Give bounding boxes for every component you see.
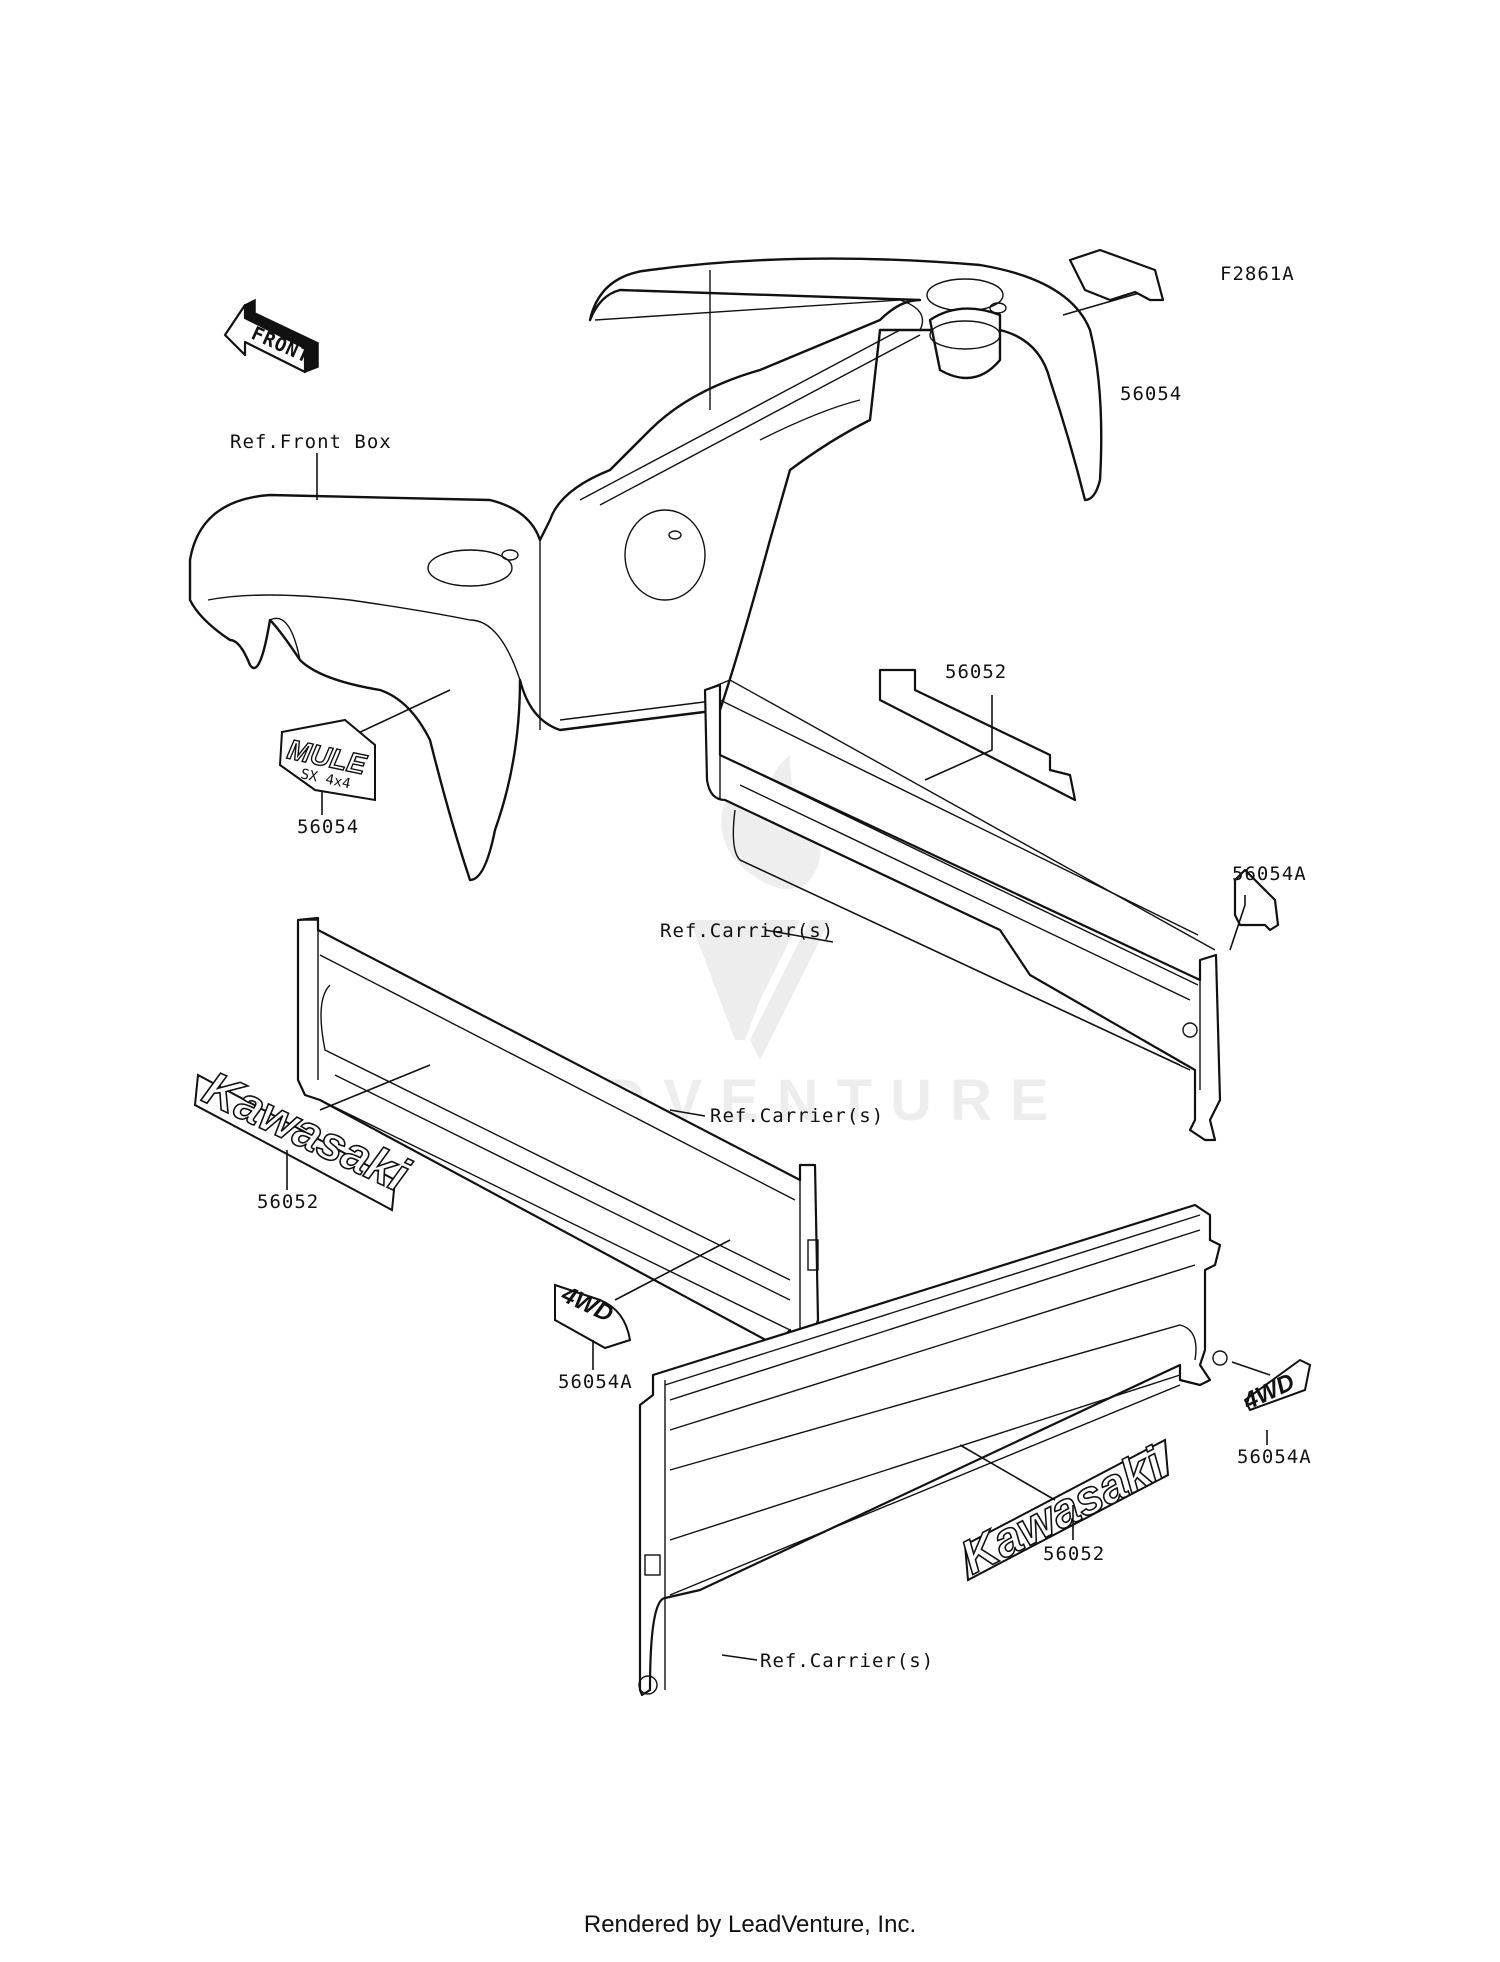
footer-rendered-by: Rendered by LeadVenture, Inc. — [584, 1911, 916, 1938]
label-ref-carrier-top: Ref.Carrier(s) — [660, 920, 834, 942]
fourwd-right-text: 4WD — [1238, 1368, 1299, 1415]
label-56054a-right: 56054A — [1232, 863, 1307, 885]
decal-56052-top — [878, 668, 1077, 802]
mule-decal: MULE SX 4x4 — [278, 718, 376, 802]
label-ref-carrier-middle: Ref.Carrier(s) — [710, 1105, 884, 1127]
label-56054a-middle: 56054A — [558, 1371, 633, 1393]
leader-56054a-right — [1229, 895, 1246, 951]
leader-carrier-top — [764, 929, 834, 943]
label-ref-carrier-bottom: Ref.Carrier(s) — [760, 1650, 934, 1672]
label-56054-left: 56054 — [297, 816, 359, 838]
carrier-panel-middle — [296, 916, 820, 1362]
leader-carrier-middle — [669, 1109, 706, 1117]
leader-56054-top — [1062, 289, 1151, 316]
leader-56054a-middle — [614, 1239, 731, 1301]
carrier-panel-top — [703, 679, 1222, 1142]
carrier-panel-bottom — [638, 1203, 1228, 1697]
leader-56052-left — [319, 1064, 431, 1111]
leader-56052-bottom — [959, 1444, 1056, 1501]
label-56054a-bottom-right: 56054A — [1237, 1446, 1312, 1468]
label-56052-left: 56052 — [257, 1191, 319, 1213]
decal-56054-top-right — [1068, 248, 1165, 302]
label-56052-top: 56052 — [945, 661, 1007, 683]
fourwd-decal-middle: 4WD — [554, 1281, 632, 1350]
leader-56052-top — [924, 695, 993, 781]
label-ref-front-box: Ref.Front Box — [230, 431, 392, 453]
label-56054-top-right: 56054 — [1120, 383, 1182, 405]
front-box-body — [188, 257, 1103, 882]
front-direction-arrow: FRONT — [223, 298, 319, 374]
figure-code: F2861A — [1220, 263, 1295, 285]
leader-56054a-bottom-right — [1231, 1361, 1271, 1376]
watermark-v-icon — [690, 920, 830, 1060]
fourwd-decal-right: 4WD — [1238, 1358, 1312, 1416]
leader-carrier-bottom — [721, 1654, 758, 1661]
label-56052-bottom: 56052 — [1043, 1543, 1105, 1565]
decal-56054a-right — [1233, 868, 1280, 932]
